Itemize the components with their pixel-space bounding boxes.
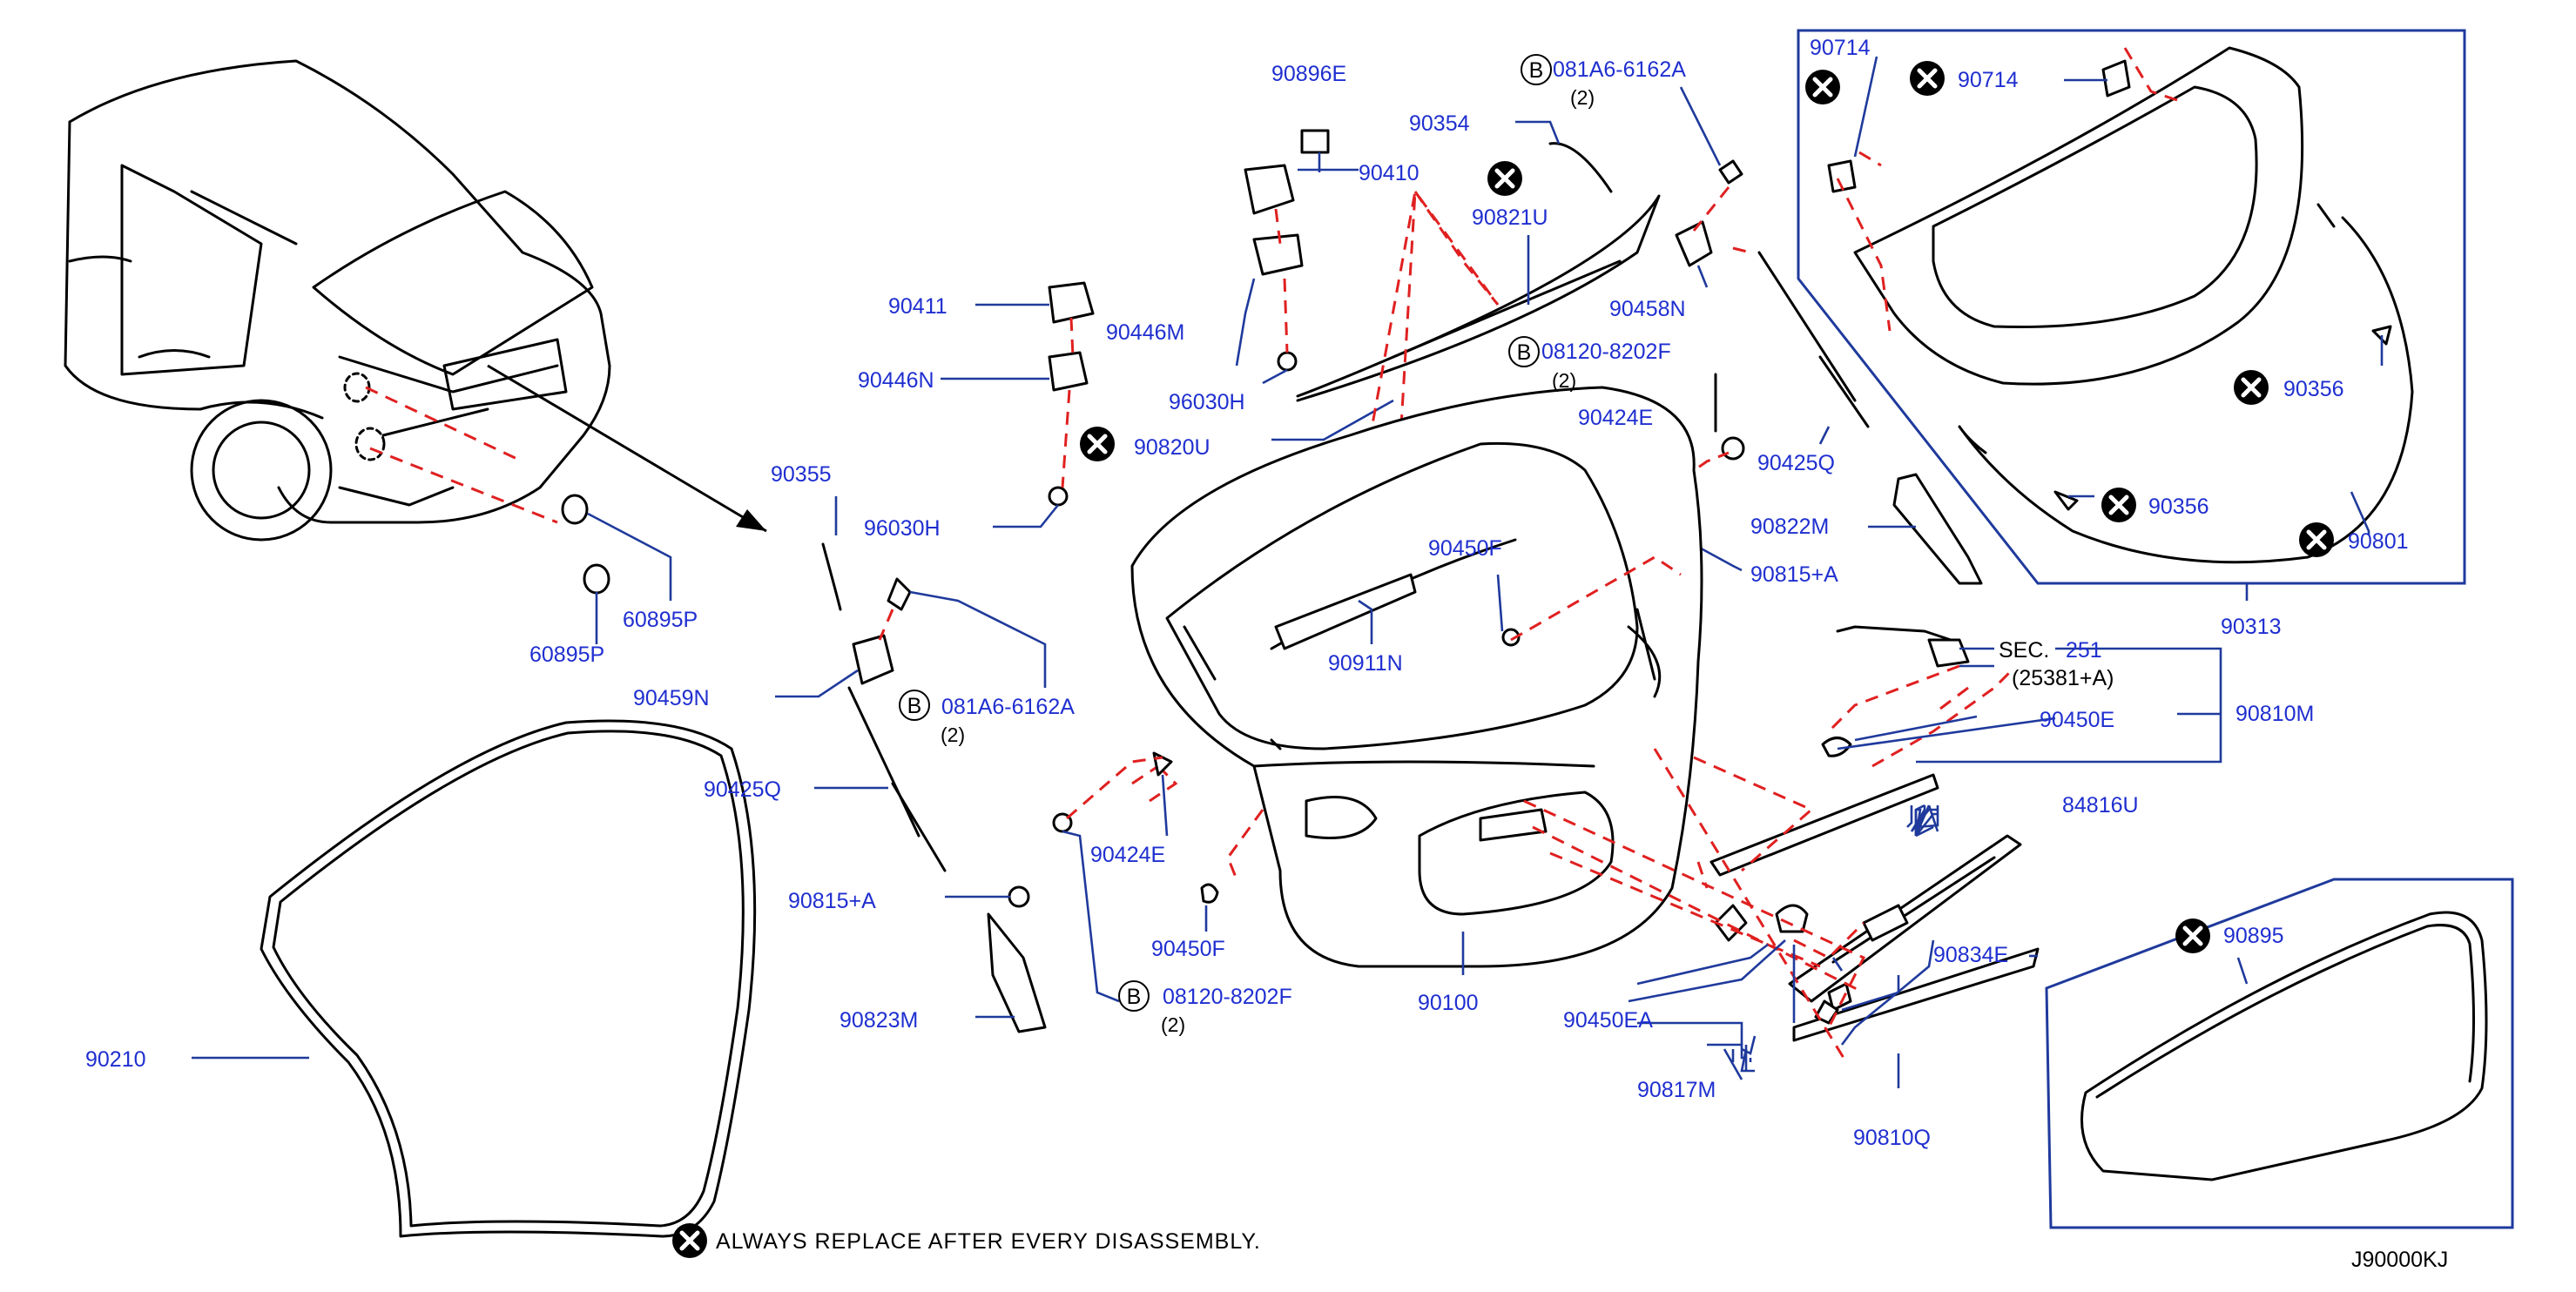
diagram-code: J90000KJ [2351, 1248, 2448, 1272]
x-circle-icon [2175, 919, 2210, 953]
x-circle-icon [2101, 488, 2136, 522]
label-90450E: 90450E [2040, 708, 2114, 732]
label-90459N: 90459N [633, 686, 710, 710]
label-90911N: 90911N [1328, 651, 1403, 676]
harness-sec251 [1827, 625, 2222, 764]
label-90810Q: 90810Q [1853, 1126, 1931, 1150]
label-90815A-a: 90815+A [788, 889, 876, 913]
label-90313: 90313 [2221, 615, 2282, 639]
svg-text:B: B [1517, 340, 1532, 365]
weatherstrip-90210 [192, 719, 757, 1238]
cap-60895P [561, 494, 672, 644]
label-90450EA: 90450EA [1563, 1008, 1653, 1033]
label-90100: 90100 [1418, 991, 1479, 1015]
circled-b-icon: B [1508, 336, 1540, 367]
circled-b-icon: B [899, 690, 930, 721]
svg-text:B: B [1529, 58, 1544, 83]
hinge-parts [941, 129, 1359, 528]
label-90896E: 90896E [1271, 62, 1346, 86]
glass-90895-box [2045, 878, 2514, 1229]
label-90424E-a: 90424E [1090, 843, 1165, 867]
label-90355: 90355 [771, 462, 832, 487]
circled-b-icon: B [1118, 980, 1150, 1012]
x-circle-icon [1487, 161, 1522, 196]
svg-text:B: B [1127, 985, 1142, 1009]
label-90446M: 90446M [1106, 320, 1184, 345]
label-sec-sub: (25381+A) [2012, 666, 2114, 690]
label-90450F-a: 90450F [1428, 536, 1502, 561]
glass-group-box [1797, 29, 2466, 601]
label-081A6-b: 081A6-6162A [941, 695, 1075, 719]
label-60895P-b: 60895P [529, 643, 604, 667]
label-sec: SEC. [1999, 638, 2049, 663]
label-081A6-a: 081A6-6162A [1553, 57, 1686, 82]
x-circle-icon [1080, 427, 1115, 461]
label-96030H-b: 96030H [864, 516, 941, 541]
label-60895P-a: 60895P [623, 608, 698, 632]
label-90356-b: 90356 [2148, 495, 2209, 519]
label-90411: 90411 [888, 294, 947, 319]
bracket-90822M [1868, 473, 1983, 585]
circled-b-icon: B [1521, 54, 1552, 85]
x-circle-icon [672, 1223, 707, 1258]
qty-a: (2) [1570, 86, 1595, 109]
x-circle-icon [2299, 522, 2334, 557]
label-90354: 90354 [1409, 111, 1470, 136]
x-circle-icon [2234, 370, 2269, 405]
label-90895: 90895 [2223, 924, 2284, 948]
replace-legend: ALWAYS REPLACE AFTER EVERY DISASSEMBLY. [716, 1229, 1261, 1254]
label-90822M: 90822M [1750, 515, 1829, 539]
label-90425Q-a: 90425Q [704, 777, 781, 802]
label-90458N: 90458N [1609, 297, 1686, 321]
qty-d: (2) [1161, 1013, 1185, 1036]
lower-right-parts [1523, 669, 2056, 1088]
label-08120-a: 08120-8202F [1541, 340, 1671, 364]
label-90424E-b: 90424E [1578, 406, 1653, 430]
svg-text:B: B [907, 694, 922, 718]
label-90823M: 90823M [840, 1008, 918, 1033]
label-90834E: 90834E [1933, 943, 2008, 967]
label-90450F-b: 90450F [1151, 937, 1225, 961]
label-90810M: 90810M [2235, 702, 2314, 726]
label-90446N: 90446N [858, 368, 934, 393]
label-90820U: 90820U [1134, 435, 1210, 460]
qty-b: (2) [941, 723, 965, 746]
x-circle-icon [1910, 61, 1945, 96]
label-90356-a: 90356 [2283, 377, 2344, 401]
spoiler-parts [1271, 120, 1661, 558]
back-door-panel [1130, 386, 1703, 975]
label-90801: 90801 [2348, 529, 2409, 554]
label-90210: 90210 [85, 1047, 146, 1072]
label-90714-a: 90714 [1810, 36, 1871, 60]
label-84816U: 84816U [2062, 793, 2139, 818]
label-96030H-a: 96030H [1169, 390, 1245, 414]
label-90815A-b: 90815+A [1750, 562, 1838, 587]
label-08120-b: 08120-8202F [1163, 985, 1292, 1009]
label-90821U: 90821U [1472, 205, 1548, 230]
label-90410: 90410 [1359, 161, 1419, 185]
x-circle-icon [1805, 70, 1840, 104]
label-90714-b: 90714 [1958, 68, 2019, 92]
left-strut-parts [775, 496, 1219, 1033]
label-90425Q-b: 90425Q [1757, 451, 1835, 475]
vehicle-illustration [64, 59, 767, 542]
label-90817M: 90817M [1637, 1078, 1716, 1102]
qty-c: (2) [1552, 369, 1576, 392]
label-sec-num: 251 [2066, 638, 2102, 663]
